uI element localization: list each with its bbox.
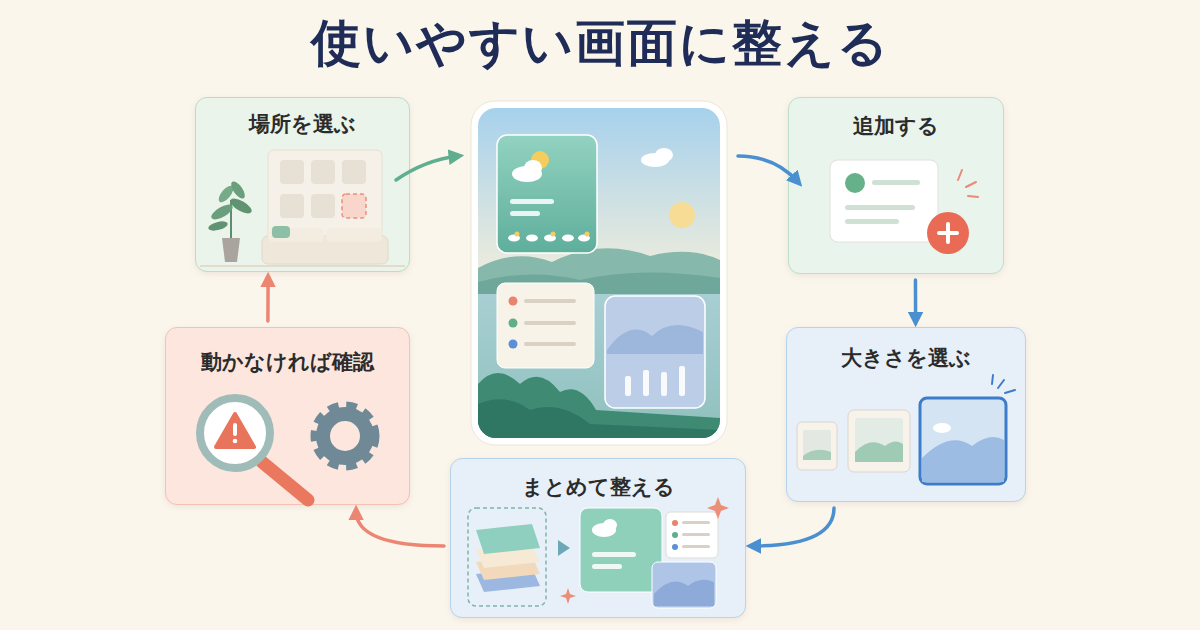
home-screen-part (679, 366, 685, 396)
step-label: 動かなければ確認 (166, 348, 409, 376)
step-box: 場所を選ぶ (195, 97, 410, 272)
home-screen-part (578, 235, 590, 242)
step-label: 場所を選ぶ (196, 110, 409, 138)
home-screen-part (509, 319, 518, 328)
home-screen-part (478, 294, 720, 438)
home-screen-part (497, 135, 597, 253)
flow-arrow (752, 508, 834, 546)
home-screen-part (478, 108, 720, 438)
home-screen-part (625, 376, 631, 396)
home-screen-part (515, 232, 590, 237)
home-screen-part (643, 370, 649, 396)
home-screen-part (478, 373, 720, 438)
home-screen-part (508, 235, 590, 242)
home-screen-part (509, 297, 518, 306)
flow-arrow (266, 278, 270, 321)
home-screen-part (471, 101, 727, 445)
home-screen-part (509, 340, 518, 349)
home-screen-part (551, 232, 556, 237)
step-box: 大きさを選ぶ (786, 327, 1026, 502)
home-screen-part (585, 232, 590, 237)
home-screen-part (478, 272, 720, 300)
step-box: まとめて整える (450, 458, 746, 618)
home-screen-part (512, 166, 542, 182)
home-screen-part (526, 235, 538, 242)
home-screen-part (544, 235, 556, 242)
home-screen-part (562, 235, 574, 242)
step-label: 大きさを選ぶ (787, 344, 1025, 372)
home-screen-part (669, 202, 695, 228)
step-label: まとめて整える (451, 473, 745, 501)
home-screen-part (605, 296, 705, 408)
home-screen-part (524, 321, 576, 325)
home-screen-part (655, 148, 673, 162)
home-screen-part (510, 211, 540, 216)
home-screen-part (515, 232, 520, 237)
flow-arrow (396, 156, 798, 182)
step-box: 追加する (788, 97, 1004, 274)
home-screen-part (478, 399, 720, 438)
home-screen (471, 101, 727, 445)
flow-arrow (914, 280, 918, 321)
home-screen-part (607, 325, 703, 354)
home-screen-part (524, 299, 576, 303)
home-screen-part (641, 153, 669, 167)
home-screen-part (524, 160, 542, 176)
step-label: 追加する (789, 112, 1003, 140)
diagram-title: 使いやすい画面に整える (0, 10, 1200, 77)
home-screen-part (625, 366, 685, 396)
step-box: 動かなければ確認 (165, 327, 410, 505)
flow-arrow (356, 511, 444, 546)
home-screen-part (508, 235, 520, 242)
home-screen-part (478, 108, 720, 438)
home-screen-part (531, 151, 549, 169)
home-screen-part (524, 342, 576, 346)
home-screen-part (510, 199, 554, 204)
home-screen-part (661, 372, 667, 396)
home-screen-part (497, 283, 594, 368)
home-screen-part (478, 248, 720, 300)
